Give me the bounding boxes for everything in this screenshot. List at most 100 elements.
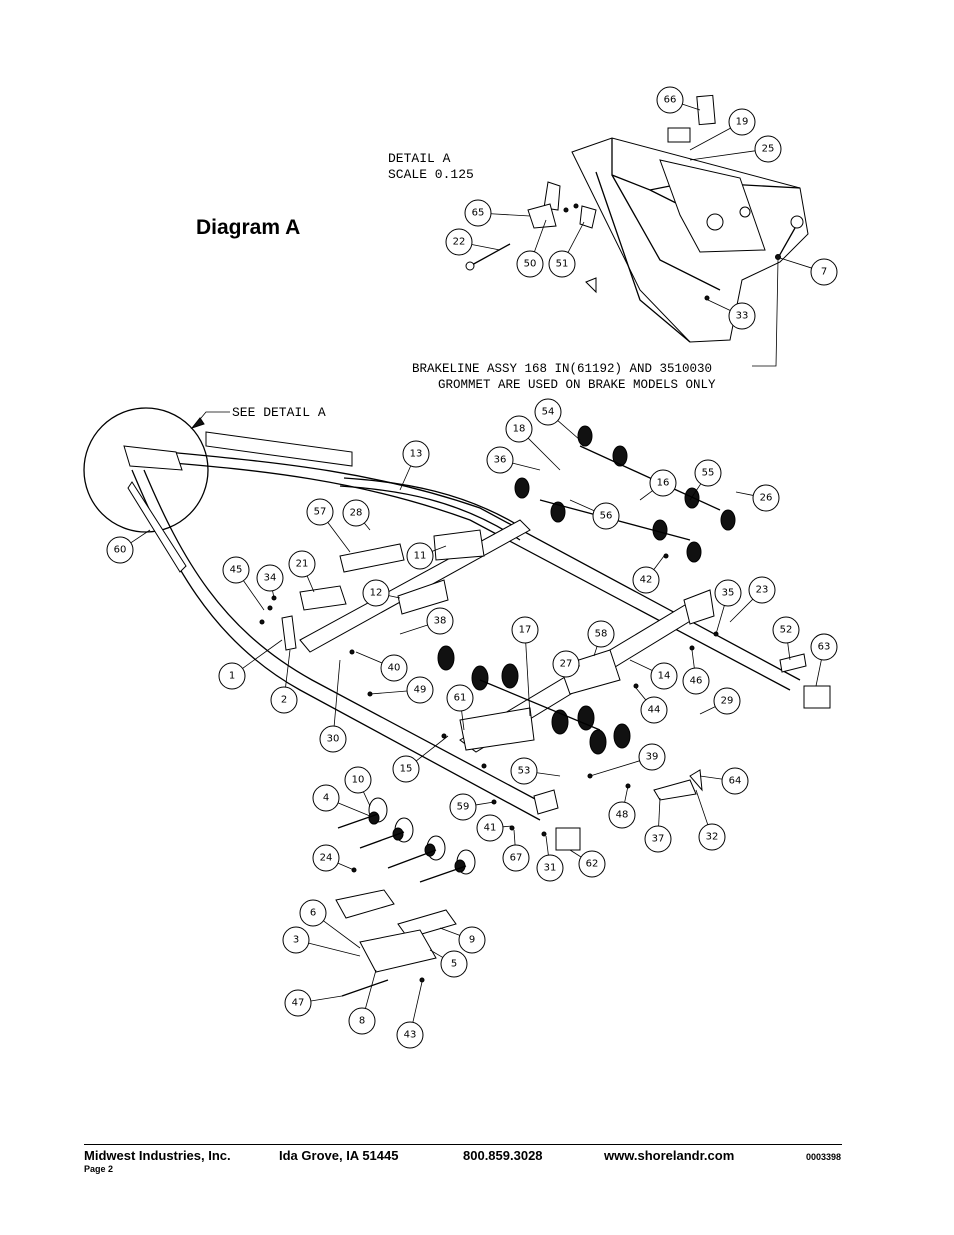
callout-41: 41 [476, 814, 513, 842]
callout-leader [525, 642, 531, 717]
callout-8: 8 [348, 969, 377, 1035]
roller-bracket-upper [335, 889, 395, 919]
callout-circle [446, 684, 474, 712]
callout-26: 26 [735, 484, 780, 512]
callout-circle [810, 633, 838, 661]
part-53-end [533, 789, 559, 815]
callout-leader [567, 221, 585, 253]
callout-leader [130, 529, 151, 544]
callout-number: 25 [762, 144, 775, 155]
callout-circle [319, 725, 347, 753]
callout-66: 66 [656, 86, 701, 114]
callout-number: 43 [404, 1030, 417, 1041]
footer-page: Page 2 [84, 1164, 114, 1174]
callout-number: 54 [542, 407, 555, 418]
part-64-bracket [689, 769, 703, 792]
diagram-title: Diagram A [196, 216, 301, 239]
callout-16: 16 [639, 469, 677, 501]
callout-number: 67 [510, 853, 523, 864]
callout-number: 65 [472, 208, 485, 219]
callout-circle [632, 566, 660, 594]
callout-circle [714, 579, 742, 607]
callout-number: 57 [314, 507, 327, 518]
callout-circle [458, 926, 486, 954]
callout-number: 48 [616, 810, 629, 821]
callout-number: 2 [281, 695, 287, 706]
callout-number: 19 [736, 117, 749, 128]
callout-number: 36 [494, 455, 507, 466]
callout-number: 55 [702, 468, 715, 479]
callout-number: 38 [434, 616, 447, 627]
callout-leader [691, 649, 695, 669]
callout-18: 18 [505, 415, 561, 471]
callout-circle [694, 459, 722, 487]
callout-17: 17 [511, 616, 539, 717]
part-19-plate [667, 127, 691, 143]
part-62-light [555, 827, 581, 851]
callout-circle [502, 844, 530, 872]
callout-circle [106, 536, 134, 564]
callout-24: 24 [312, 844, 355, 872]
callout-leader [658, 797, 661, 827]
detail-a-view: DETAIL A SCALE 0.125 BRAKELINE ASSY [388, 94, 809, 392]
callout-circle [752, 484, 780, 512]
callout-circle [721, 767, 749, 795]
part-22-bolt [469, 243, 511, 267]
callout-leader [243, 580, 265, 611]
callout-circle [406, 676, 434, 704]
callout-circle [638, 743, 666, 771]
callout-number: 21 [296, 559, 309, 570]
keel-rollers [335, 797, 476, 997]
callout-number: 60 [114, 545, 127, 556]
bunk-11 [433, 529, 485, 561]
callout-number: 33 [736, 311, 749, 322]
callout-67: 67 [502, 829, 530, 872]
callout-circle [640, 696, 668, 724]
callout-leader [512, 462, 541, 471]
callout-number: 3 [293, 935, 299, 946]
callout-number: 34 [264, 573, 277, 584]
callout-circle [288, 550, 316, 578]
winch-post [123, 445, 183, 471]
callout-34: 34 [256, 564, 284, 599]
callout-circle [713, 687, 741, 715]
callout-leader [399, 465, 412, 491]
callout-number: 66 [664, 95, 677, 106]
callout-leader [624, 785, 629, 803]
callout-number: 12 [370, 588, 383, 599]
part-51-wedge [585, 277, 597, 294]
callout-circle [578, 850, 606, 878]
callout-leader [327, 522, 351, 553]
callout-number: 5 [451, 959, 457, 970]
callout-number: 63 [818, 642, 831, 653]
brake-note-line2: GROMMET ARE USED ON BRAKE MODELS ONLY [438, 378, 716, 392]
callout-number: 56 [600, 511, 613, 522]
callout-number: 17 [519, 625, 532, 636]
brake-note-line1: BRAKELINE ASSY 168 IN(61192) AND 3510030 [412, 362, 712, 376]
callout-36: 36 [486, 446, 541, 474]
callout-number: 37 [652, 834, 665, 845]
callout-circle [536, 854, 564, 882]
callout-number: 24 [320, 853, 333, 864]
part-63-light [803, 685, 831, 709]
callout-number: 9 [469, 935, 475, 946]
callout-leader [310, 995, 343, 1002]
callout-49: 49 [369, 676, 434, 704]
trailer-frame: SEE DETAIL A [83, 405, 831, 851]
footer-location: Ida Grove, IA 51445 [279, 1148, 399, 1163]
callout-leader [545, 835, 549, 856]
callout-circle [476, 814, 504, 842]
callout-leader [639, 490, 653, 501]
callout-29: 29 [699, 687, 741, 715]
callout-circle [396, 1021, 424, 1049]
callout-number: 47 [292, 998, 305, 1009]
callout-circle [380, 654, 408, 682]
callout-number: 49 [414, 685, 427, 696]
callout-46: 46 [682, 649, 710, 695]
callout-circle [552, 650, 580, 678]
callout-number: 6 [310, 908, 316, 919]
footer-website[interactable]: www.shorelandr.com [604, 1148, 735, 1163]
callout-leader [285, 649, 291, 688]
callout-circle [650, 662, 678, 690]
callout-4: 4 [312, 784, 371, 817]
